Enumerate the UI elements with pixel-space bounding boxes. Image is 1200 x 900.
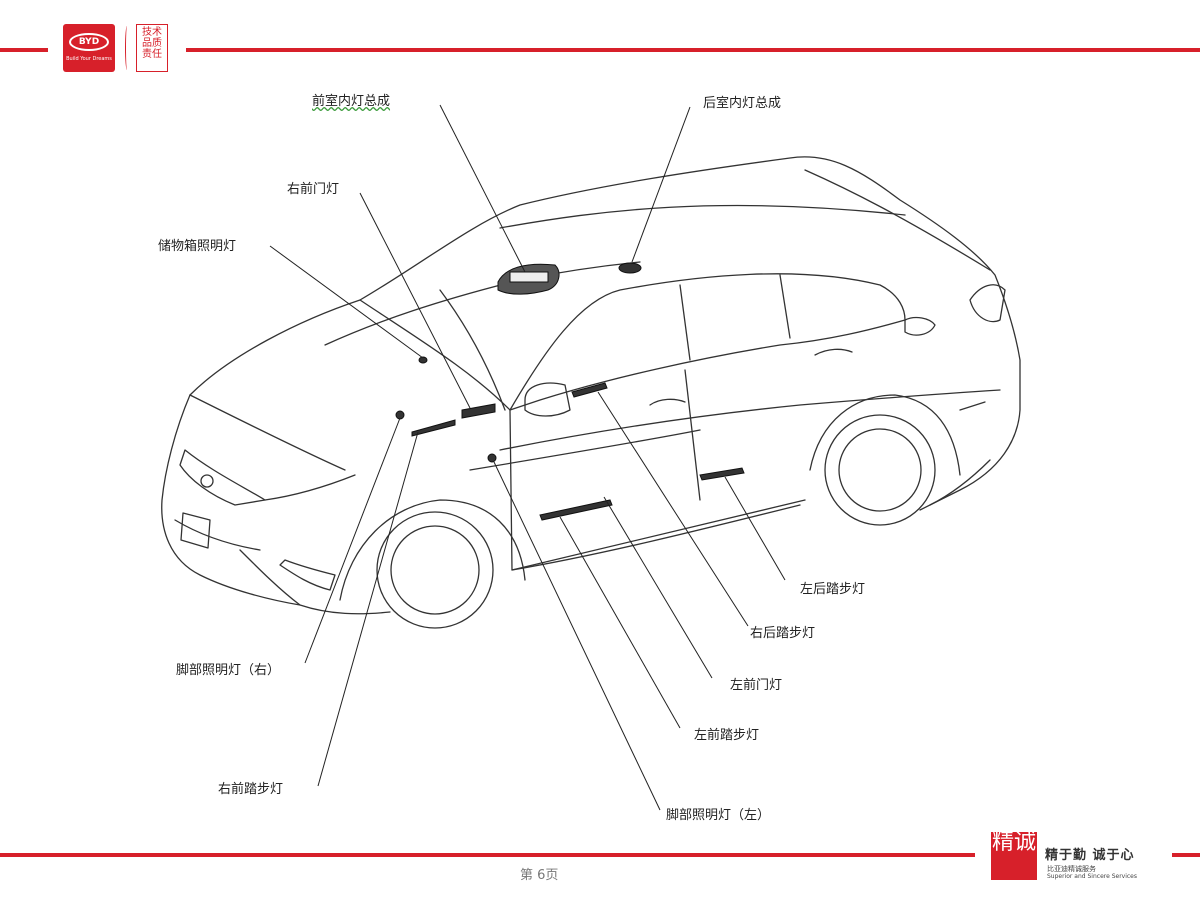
label-rear-dome-lamp: 后室内灯总成 (703, 96, 782, 111)
byd-logo-tagline: Build Your Dreams (66, 56, 112, 62)
label-right-front-step-lamp: 右前踏步灯 (218, 782, 284, 797)
byd-logo-text: BYD (69, 33, 109, 51)
label-left-front-door-lamp: 左前门灯 (730, 678, 783, 693)
brand-slogan: 精于勤 诚于心 (1045, 848, 1135, 863)
brand-subtitle-cn: 比亚迪精诚服务 (1047, 865, 1096, 873)
label-glovebox-lamp: 储物箱照明灯 (158, 239, 237, 254)
leader-lines (269, 104, 786, 811)
quality-stamp: 技术 品质 责任 (136, 24, 168, 72)
label-foot-lamp-left: 脚部照明灯（左） (666, 808, 771, 823)
page-number: 第 6页 (520, 868, 559, 883)
label-foot-lamp-right: 脚部照明灯（右） (176, 663, 281, 678)
brand-subtitle-en: Superior and Sincere Services (1047, 873, 1137, 880)
label-right-rear-step-lamp: 右后踏步灯 (750, 626, 816, 641)
label-right-front-door-lamp: 右前门灯 (287, 182, 340, 197)
logo-divider (125, 26, 129, 70)
lamp-components (395, 262, 745, 521)
label-front-dome-lamp: 前室内灯总成 (312, 94, 391, 109)
footer-rule-right (1172, 853, 1200, 857)
label-left-front-step-lamp: 左前踏步灯 (694, 728, 760, 743)
header-rule-left (0, 48, 48, 52)
byd-logo: BYD Build Your Dreams (63, 24, 115, 72)
label-left-rear-step-lamp: 左后踏步灯 (800, 582, 866, 597)
jingcheng-stamp: 精诚 (991, 832, 1037, 880)
header-rule-right (186, 48, 1200, 52)
footer-rule-left (0, 853, 975, 857)
car-outline (161, 156, 1021, 629)
